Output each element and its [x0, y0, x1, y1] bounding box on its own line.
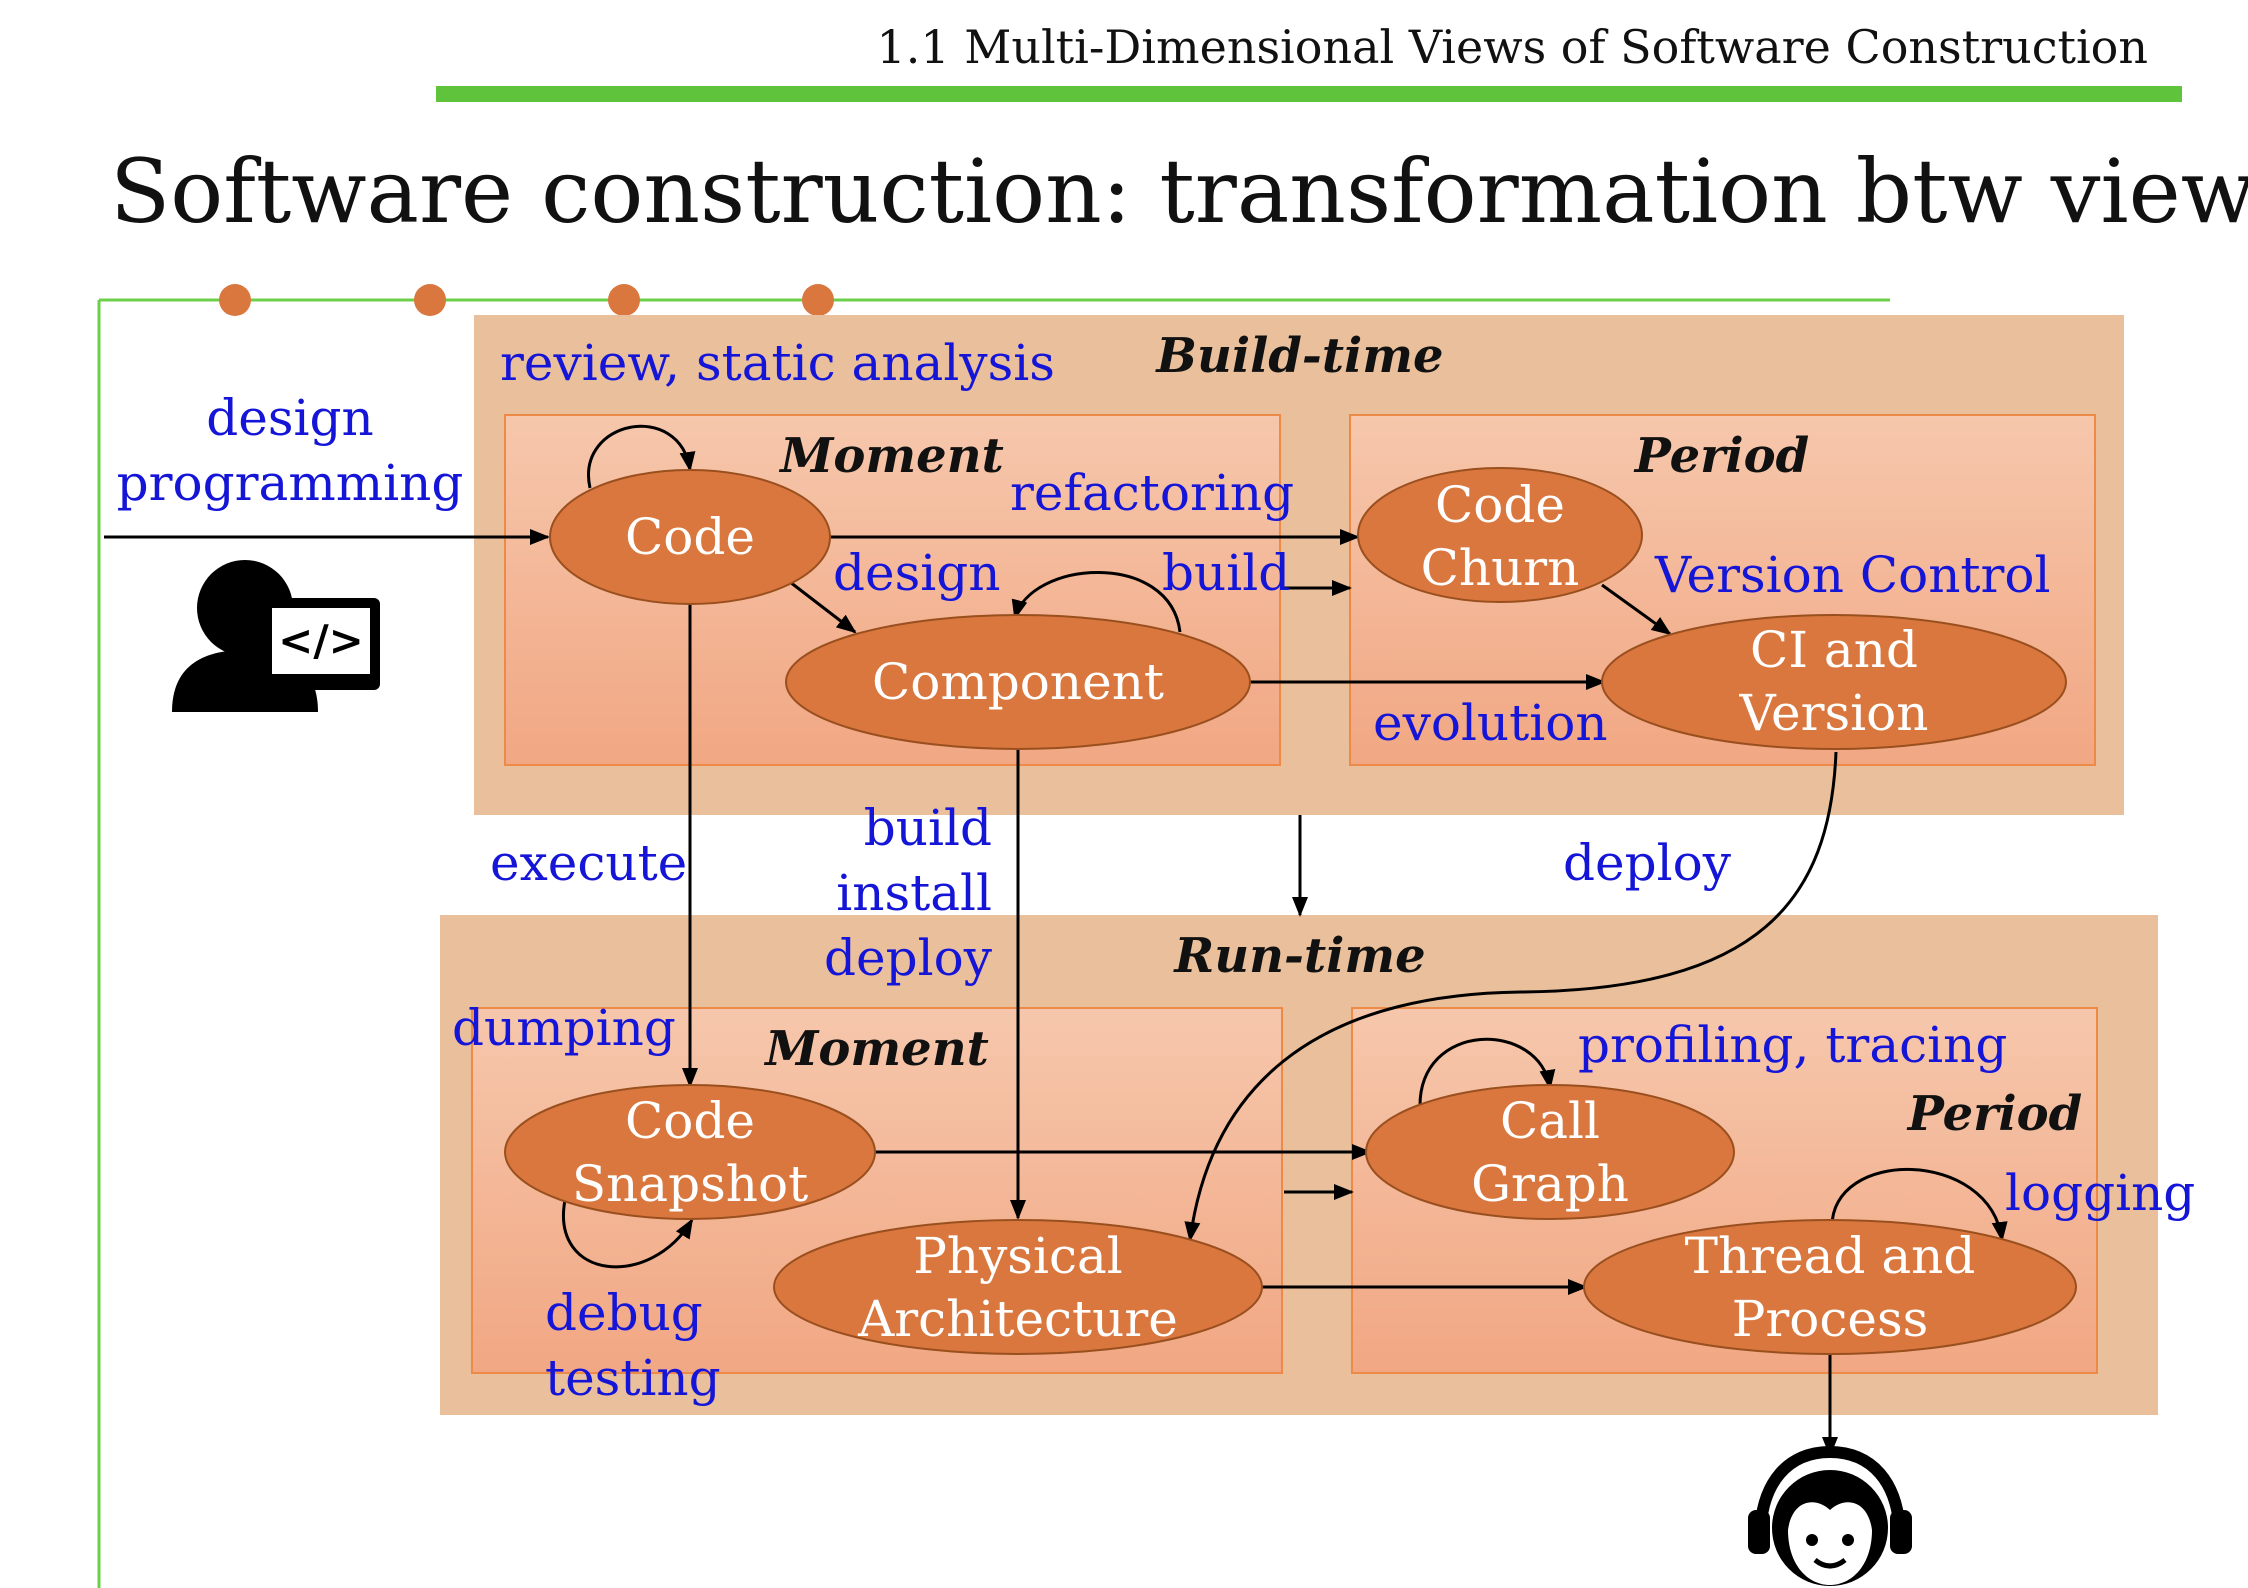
node-code-churn-label: Code	[1435, 476, 1565, 534]
run-time-title: Run-time	[1172, 928, 1425, 984]
node-code-snapshot	[504, 1084, 876, 1220]
label-testing: testing	[545, 1349, 721, 1407]
label-version-control: Version Control	[1654, 546, 2051, 604]
label-deploy-ci: deploy	[1563, 834, 1732, 892]
label-evolution: evolution	[1373, 694, 1608, 752]
node-ci-version	[1601, 614, 2067, 750]
node-ci-version-label: Version	[1739, 684, 1929, 742]
label-logging: logging	[2005, 1164, 2195, 1222]
run-time-moment-title: Moment	[763, 1021, 989, 1077]
bullet-dot	[414, 284, 446, 316]
label-deploy-runtime: deploy	[824, 929, 993, 987]
label-profiling-tracing: profiling, tracing	[1578, 1016, 2007, 1074]
label-refactoring: refactoring	[1010, 464, 1294, 522]
node-call-graph	[1365, 1084, 1735, 1220]
node-thread-label: Process	[1732, 1290, 1929, 1348]
label-execute: execute	[490, 834, 687, 892]
build-time-title: Build-time	[1154, 328, 1443, 384]
node-call-graph-label: Call	[1500, 1092, 1600, 1150]
edge-code-self-loop	[587, 424, 696, 489]
node-call-graph-label: Graph	[1471, 1155, 1629, 1213]
edge-codechurn-to-ci	[1601, 583, 1672, 636]
label-install: install	[836, 864, 992, 922]
node-code-snapshot-label: Code	[625, 1092, 755, 1150]
section-header: 1.1 Multi-Dimensional Views of Software …	[876, 20, 2148, 74]
node-code-churn-label: Churn	[1421, 539, 1580, 597]
label-review-static-analysis: review, static analysis	[500, 334, 1055, 392]
label-build-edge: build	[1162, 544, 1290, 602]
edge-callgraph-self-loop	[1418, 1037, 1556, 1109]
node-component	[785, 614, 1251, 750]
build-time-moment-title: Moment	[778, 428, 1004, 484]
developer-with-monitor-icon: </>	[172, 560, 380, 712]
node-component-label: Component	[872, 653, 1164, 711]
node-code-snapshot-label: Snapshot	[572, 1155, 808, 1213]
run-time-period-title: Period	[1906, 1086, 2082, 1142]
node-thread-process	[1583, 1219, 2077, 1355]
node-physical-label: Physical	[913, 1227, 1123, 1285]
label-design: design	[206, 389, 373, 447]
node-ci-version-label: CI and	[1750, 621, 1918, 679]
code-glyph: </>	[278, 616, 364, 665]
edge-thread-self-loop	[1830, 1167, 2008, 1242]
slide-title: Software construction: transformation bt…	[110, 140, 2248, 243]
label-debug: debug	[545, 1284, 703, 1342]
edge-component-self-loop	[1011, 571, 1182, 633]
bullet-dot	[802, 284, 834, 316]
bullet-dot	[608, 284, 640, 316]
edge-code-to-component	[789, 580, 857, 634]
node-physical-label: Architecture	[857, 1290, 1178, 1348]
node-thread-label: Thread and	[1685, 1227, 1976, 1285]
node-code-label: Code	[625, 508, 755, 566]
label-dumping: dumping	[452, 999, 676, 1057]
label-design-edge: design	[833, 544, 1000, 602]
node-code-churn	[1357, 467, 1643, 603]
node-physical-architecture	[773, 1219, 1263, 1355]
build-time-period-title: Period	[1633, 428, 1809, 484]
header-accent-bar	[436, 86, 2182, 102]
edge-snapshot-self-loop	[562, 1199, 694, 1269]
node-code	[549, 469, 831, 605]
edge-ci-to-physical-deploy	[1184, 751, 1838, 1242]
bullet-dot	[219, 284, 251, 316]
label-build-runtime: build	[864, 799, 992, 857]
support-headset-icon	[1748, 1445, 1912, 1586]
label-programming: programming	[117, 454, 464, 512]
